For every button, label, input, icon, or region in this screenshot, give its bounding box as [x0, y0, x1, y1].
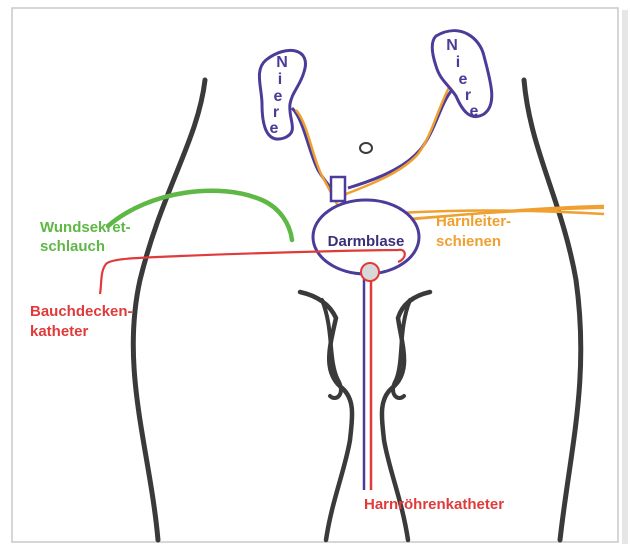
body-outline-right [524, 80, 581, 540]
kidney-right-letter-2: i [456, 54, 460, 71]
abdominal-catheter-label: Bauchdecken- katheter [30, 303, 137, 340]
stents-label-line-2: schienen [436, 233, 501, 250]
kidney-left-letter-1: N [276, 54, 288, 71]
bladder-neck [331, 177, 345, 201]
catheter-balloon [361, 263, 379, 281]
navel [360, 143, 372, 153]
stents-label: Harnleiter- schienen [436, 213, 515, 250]
wound-drain-label-line-2: schlauch [40, 238, 105, 255]
ureter-right [348, 90, 452, 188]
kidney-right-letter-4: r [465, 87, 471, 104]
wound-drain-label: Wundsekret- schlauch [40, 219, 135, 255]
kidney-left-letter-2: i [278, 71, 282, 88]
kidney-left-letter-5: e [270, 120, 279, 137]
kidney-right-letter-1: N [446, 37, 458, 54]
kidney-left-letter-3: e [274, 88, 283, 105]
abdominal-catheter-label-line-1: Bauchdecken- [30, 303, 133, 320]
bladder-label: Darmblase [328, 233, 405, 250]
wound-drain-label-line-1: Wundsekret- [40, 219, 131, 236]
wound-drain-line [108, 191, 292, 240]
stents-label-line-1: Harnleiter- [436, 213, 511, 230]
urethral-catheter-label: Harnröhrenkatheter [364, 496, 504, 513]
pelvis-outline-left [300, 292, 352, 540]
kidney-left-letter-4: r [273, 104, 279, 121]
kidney-right-letter-5: e [470, 103, 479, 120]
body-outline-left [133, 80, 205, 540]
kidney-right-letter-3: e [459, 71, 468, 88]
pelvis-outline-left-inner [322, 300, 341, 398]
abdominal-catheter-label-line-2: katheter [30, 323, 89, 340]
frame-shadow [622, 10, 628, 544]
